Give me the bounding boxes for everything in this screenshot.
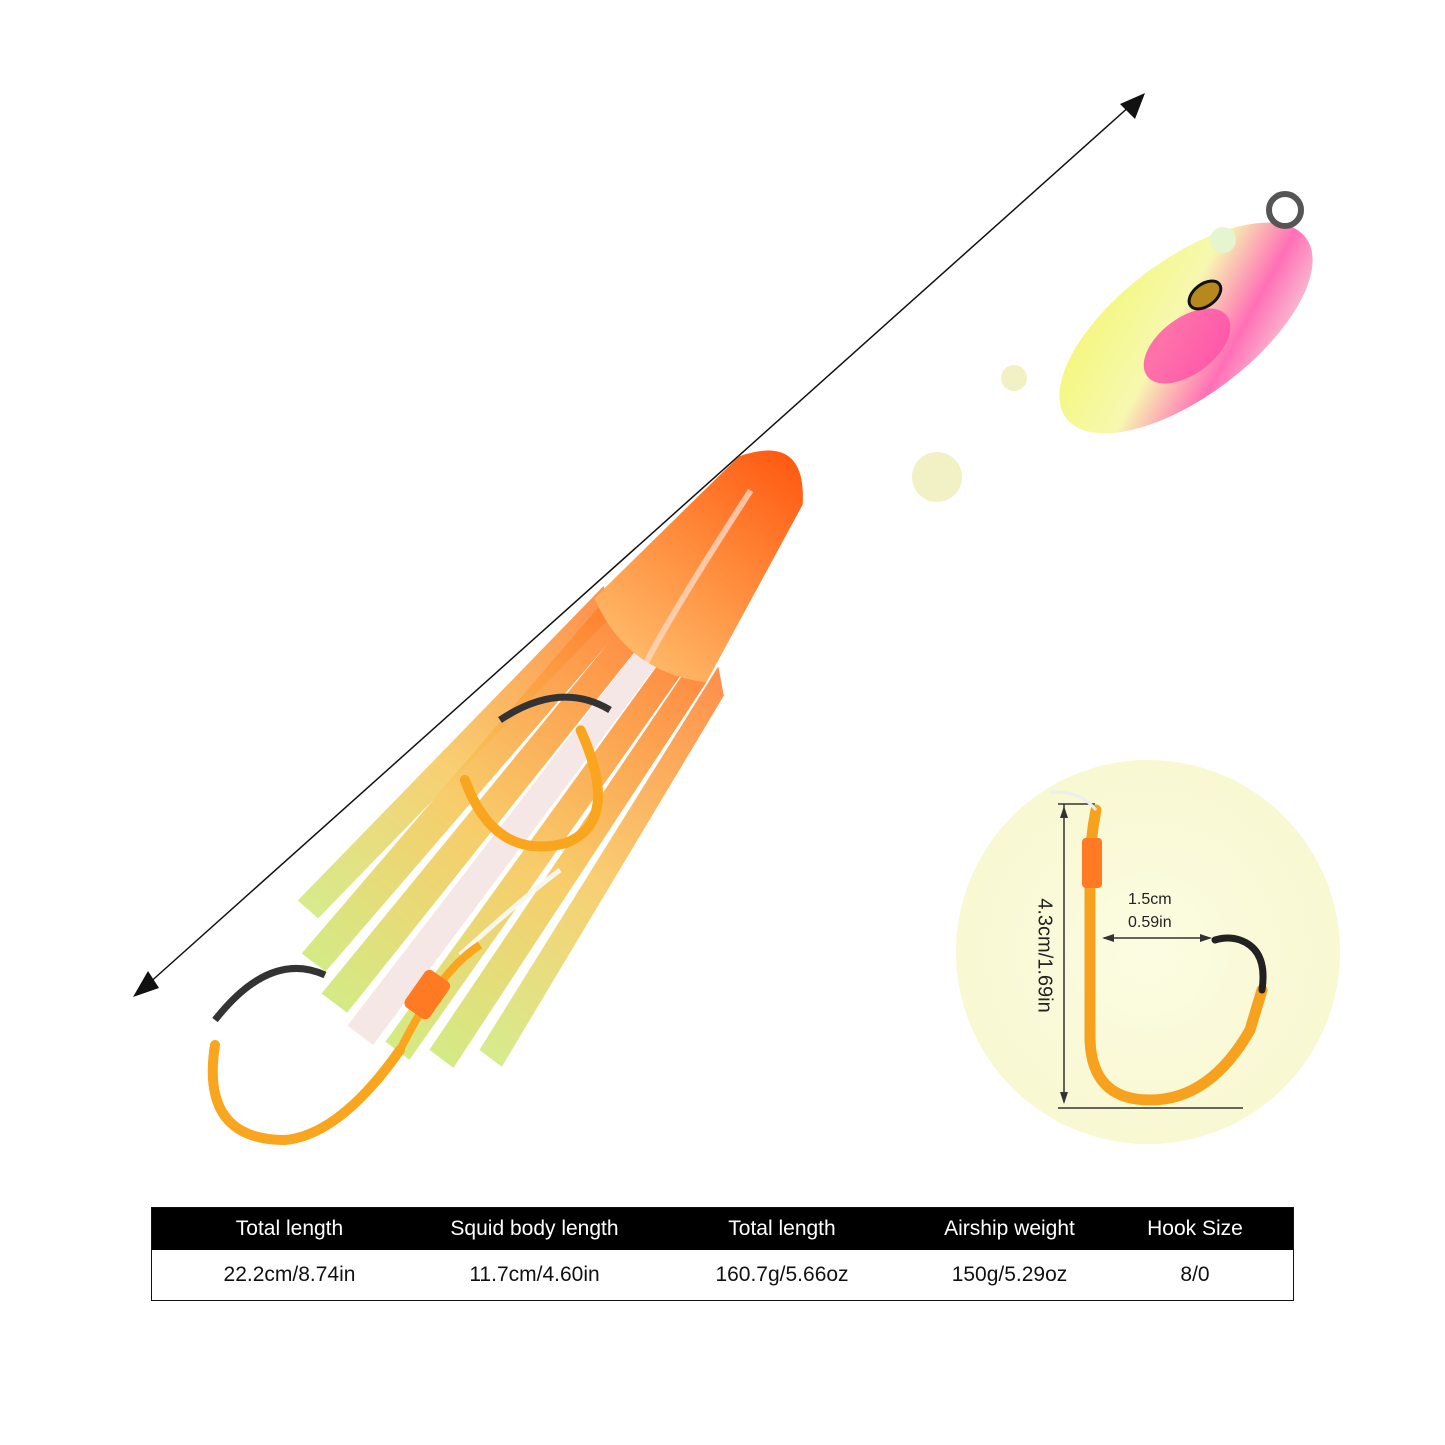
squid-jig-illustration: [207, 191, 1313, 1146]
hook-gap-cm-label: 1.5cm: [1128, 891, 1172, 908]
spec-table-header: Total length Squid body length Total len…: [152, 1208, 1293, 1250]
hook-gap-in-label: 0.59in: [1128, 914, 1172, 931]
spec-table-row: 22.2cm/8.74in 11.7cm/4.60in 160.7g/5.66o…: [152, 1250, 1293, 1300]
header-total-length: Total length: [235, 1217, 344, 1240]
value-hook-size: 8/0: [1180, 1263, 1210, 1286]
double-arrow-icon: [133, 93, 1145, 997]
header-squid-body-length: Squid body length: [450, 1217, 619, 1240]
assist-hook-illustration: [956, 760, 1340, 1144]
value-total-length: 22.2cm/8.74in: [223, 1263, 356, 1286]
value-squid-body-length: 11.7cm/4.60in: [469, 1263, 600, 1286]
header-airship-weight: Airship weight: [944, 1217, 1075, 1240]
header-total-weight: Total length: [728, 1217, 836, 1240]
value-total-weight: 160.7g/5.66oz: [715, 1263, 849, 1286]
spec-table: Total length Squid body length Total len…: [151, 1207, 1294, 1301]
header-hook-size: Hook Size: [1147, 1217, 1243, 1240]
value-airship-weight: 150g/5.29oz: [951, 1263, 1068, 1286]
